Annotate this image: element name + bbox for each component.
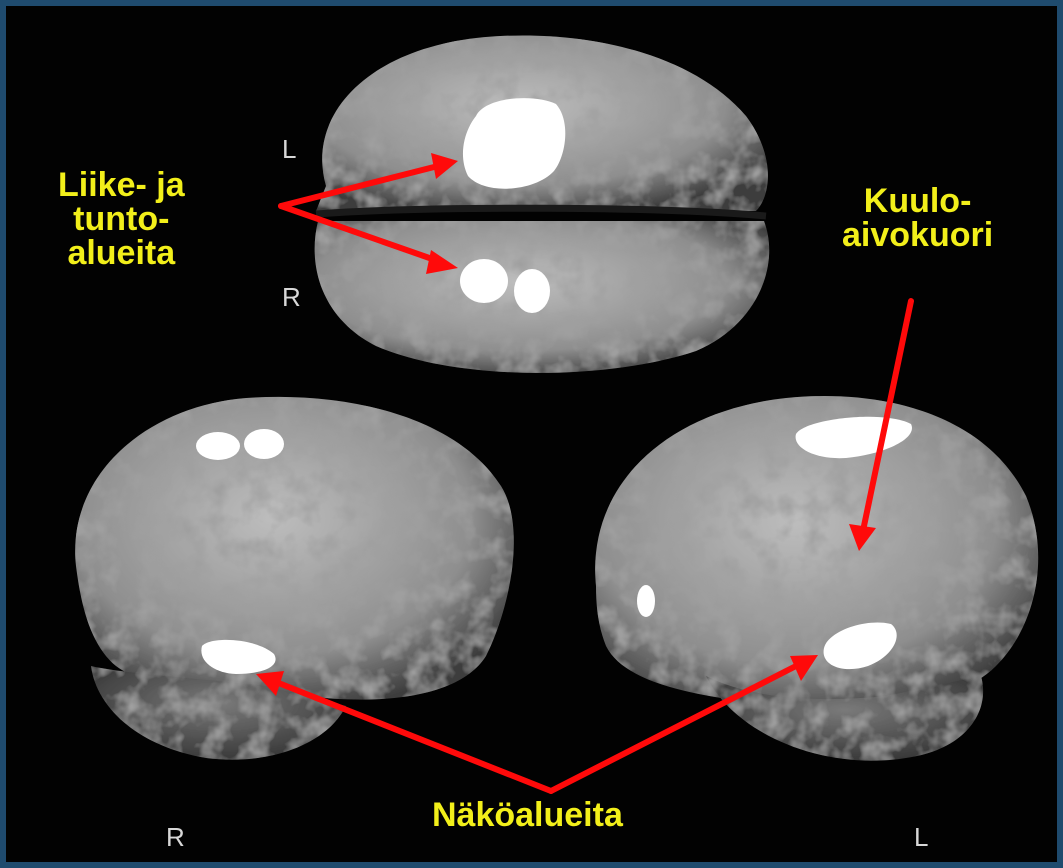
- label-auditory-line-1: Kuulo-: [842, 184, 993, 218]
- brain-top-view: [315, 35, 770, 372]
- label-motor-sensory: Liike- ja tunto- alueita: [58, 168, 185, 270]
- activation-top-motor-right-b: [514, 269, 550, 313]
- activation-top-motor-right-a: [460, 259, 508, 303]
- figure-frame: Liike- ja tunto- alueita Kuulo- aivokuor…: [6, 6, 1057, 862]
- label-visual-areas: Näköalueita: [432, 798, 623, 832]
- activation-bl-motor-b: [244, 429, 284, 459]
- label-auditory-cortex: Kuulo- aivokuori: [842, 184, 993, 252]
- label-auditory-line-2: aivokuori: [842, 218, 993, 252]
- label-motor-line-3: alueita: [58, 236, 185, 270]
- orientation-top-l: L: [282, 136, 296, 162]
- label-motor-line-1: Liike- ja: [58, 168, 185, 202]
- orientation-bottom-r: R: [166, 824, 185, 850]
- brain-right-lateral-view: [75, 397, 514, 760]
- activation-bl-motor-a: [196, 432, 240, 460]
- orientation-top-r: R: [282, 284, 301, 310]
- activation-br-side: [637, 585, 655, 617]
- brain-figure: [6, 6, 1057, 862]
- orientation-bottom-l: L: [914, 824, 928, 850]
- label-motor-line-2: tunto-: [58, 202, 185, 236]
